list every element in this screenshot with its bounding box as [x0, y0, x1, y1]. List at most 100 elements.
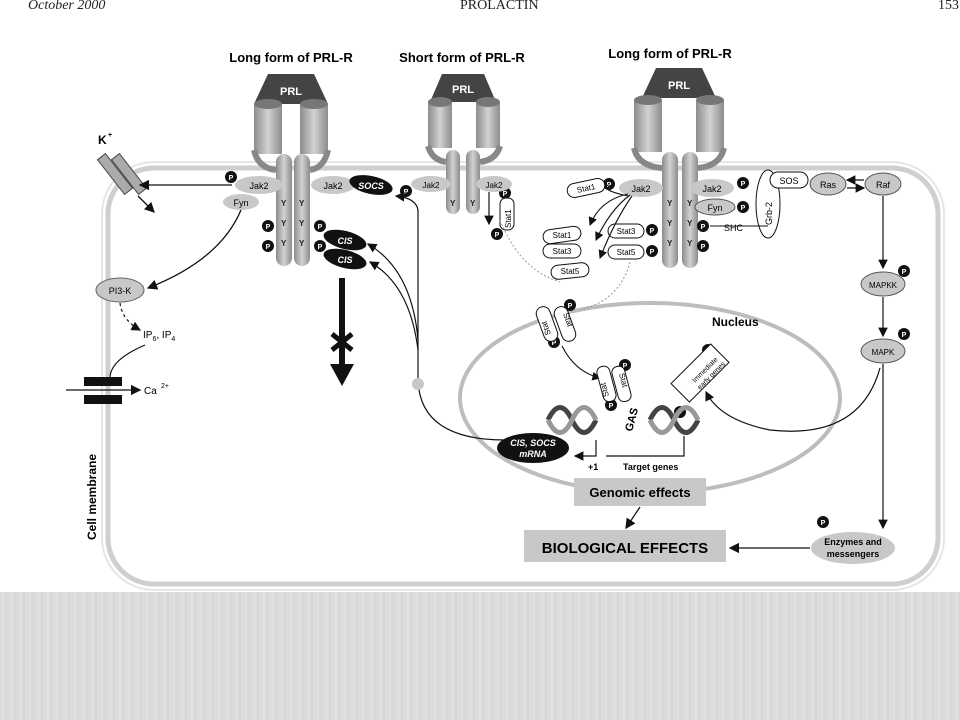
- svg-text:P: P: [503, 191, 508, 198]
- calcium-channel: Ca 2+: [66, 377, 169, 404]
- long-form-receptor-right: PRL: [631, 68, 727, 268]
- feedback-node: [412, 378, 424, 390]
- svg-text:Ca: Ca: [144, 386, 157, 397]
- svg-text:P: P: [902, 332, 907, 339]
- svg-text:SOS: SOS: [779, 176, 798, 186]
- svg-text:Jak2: Jak2: [631, 184, 650, 194]
- svg-text:Ras: Ras: [820, 180, 837, 190]
- svg-text:P: P: [607, 182, 612, 189]
- svg-text:P: P: [318, 224, 323, 231]
- svg-text:MAPK: MAPK: [872, 348, 895, 357]
- ip-label: IP6, IP4: [143, 330, 175, 343]
- genomic-effects-box: Genomic effects: [574, 478, 706, 506]
- svg-text:P: P: [650, 249, 655, 256]
- svg-text:P: P: [902, 269, 907, 276]
- stat5-node-b: Stat5: [607, 244, 645, 260]
- prl-hormone-label: PRL: [280, 86, 302, 98]
- potassium-label: K: [98, 133, 107, 147]
- biological-effects-box: BIOLOGICAL EFFECTS: [524, 530, 726, 562]
- svg-text:P: P: [741, 205, 746, 212]
- gas-label: GAS: [623, 407, 641, 433]
- svg-text:Y: Y: [470, 199, 476, 208]
- mapkk-node: MAPKK: [860, 271, 906, 297]
- socs-node: SOCS: [349, 175, 393, 195]
- svg-text:P: P: [404, 189, 409, 196]
- stat1-node-a: Stat1: [566, 178, 606, 198]
- long-form-right-title: Long form of PRL-R: [608, 46, 732, 61]
- svg-text:2+: 2+: [161, 383, 169, 390]
- raf-node: Raf: [864, 172, 902, 196]
- svg-text:P: P: [266, 224, 271, 231]
- svg-text:SOCS: SOCS: [358, 181, 384, 191]
- header-page-number: 153: [938, 0, 959, 13]
- cell-membrane: [105, 165, 941, 587]
- prl-hormone-label: PRL: [452, 84, 474, 96]
- immediate-early-genes-box: Immediate early genes: [670, 343, 730, 403]
- svg-text:Fyn: Fyn: [707, 203, 722, 213]
- stat1-short-node: Stat1: [499, 197, 515, 231]
- cis-socs-mrna-node: CIS, SOCS mRNA: [497, 433, 569, 463]
- svg-text:Grb-2: Grb-2: [764, 202, 774, 225]
- svg-text:Stat5: Stat5: [561, 267, 580, 276]
- short-form-title: Short form of PRL-R: [399, 50, 525, 65]
- cell-membrane-label: Cell membrane: [85, 454, 99, 540]
- header-date: October 2000: [28, 0, 106, 13]
- svg-text:Y: Y: [450, 199, 456, 208]
- stat3-node-b: Stat3: [607, 223, 645, 239]
- page-header: October 2000 PROLACTIN 153: [0, 0, 960, 18]
- enzymes-messengers-node: Enzymes and messengers: [811, 532, 895, 564]
- sos-node: SOS: [769, 171, 809, 189]
- plus-one-label: +1: [588, 462, 598, 472]
- svg-text:Y: Y: [687, 199, 693, 208]
- svg-text:P: P: [568, 303, 573, 310]
- svg-text:Y: Y: [687, 239, 693, 248]
- stat1-node-b: Stat1: [542, 225, 582, 245]
- svg-text:Stat3: Stat3: [617, 227, 636, 236]
- ras-node: Ras: [809, 172, 847, 196]
- header-title: PROLACTIN: [460, 0, 539, 13]
- svg-text:Stat1: Stat1: [576, 182, 597, 195]
- svg-text:P: P: [229, 175, 234, 182]
- potassium-channel: K +: [96, 132, 155, 213]
- svg-text:Y: Y: [281, 239, 287, 248]
- svg-text:PI3-K: PI3-K: [109, 286, 132, 296]
- svg-text:CIS: CIS: [337, 236, 352, 246]
- jak2-right-inner-node: Jak2: [619, 179, 663, 197]
- stat3-node-a: Stat3: [542, 243, 582, 259]
- jak2-short-right-node: Jak2: [476, 176, 512, 192]
- phospho-badges: P P P P P P P P P P P P P P P P P P P P …: [225, 171, 910, 528]
- svg-text:CIS: CIS: [337, 255, 352, 265]
- svg-text:messengers: messengers: [827, 549, 880, 559]
- svg-text:Raf: Raf: [876, 180, 891, 190]
- svg-text:Y: Y: [299, 219, 305, 228]
- jak2-left-inner-node: Jak2: [311, 176, 355, 194]
- blocked-signal-arrow: [330, 278, 354, 386]
- svg-text:P: P: [701, 224, 706, 231]
- long-form-receptor-left: PRL: [251, 74, 331, 266]
- target-genes-label: Target genes: [623, 462, 678, 472]
- stat-dimer-nucleus: Stat Stat: [596, 365, 632, 403]
- svg-text:Genomic effects: Genomic effects: [589, 485, 690, 500]
- svg-text:Jak2: Jak2: [702, 184, 721, 194]
- svg-text:Y: Y: [281, 219, 287, 228]
- svg-text:Jak2: Jak2: [323, 181, 342, 191]
- svg-text:P: P: [609, 403, 614, 410]
- svg-text:Stat1: Stat1: [504, 209, 513, 228]
- jak2-left-node: Jak2: [235, 176, 283, 194]
- stat5-node-a: Stat5: [550, 262, 590, 280]
- cis-node-1: CIS: [323, 229, 367, 251]
- svg-text:P: P: [318, 244, 323, 251]
- svg-text:Stat5: Stat5: [617, 248, 636, 257]
- svg-text:P: P: [650, 228, 655, 235]
- svg-text:P: P: [701, 244, 706, 251]
- mapk-node: MAPK: [860, 338, 906, 364]
- svg-text:+: +: [108, 132, 112, 139]
- jak2-right-outer-node: Jak2: [690, 179, 734, 197]
- svg-text:Stat3: Stat3: [553, 247, 572, 256]
- svg-text:Fyn: Fyn: [233, 198, 248, 208]
- svg-text:Jak2: Jak2: [249, 181, 268, 191]
- svg-text:BIOLOGICAL EFFECTS: BIOLOGICAL EFFECTS: [542, 540, 708, 557]
- svg-text:Stat1: Stat1: [553, 231, 572, 240]
- svg-text:Y: Y: [299, 239, 305, 248]
